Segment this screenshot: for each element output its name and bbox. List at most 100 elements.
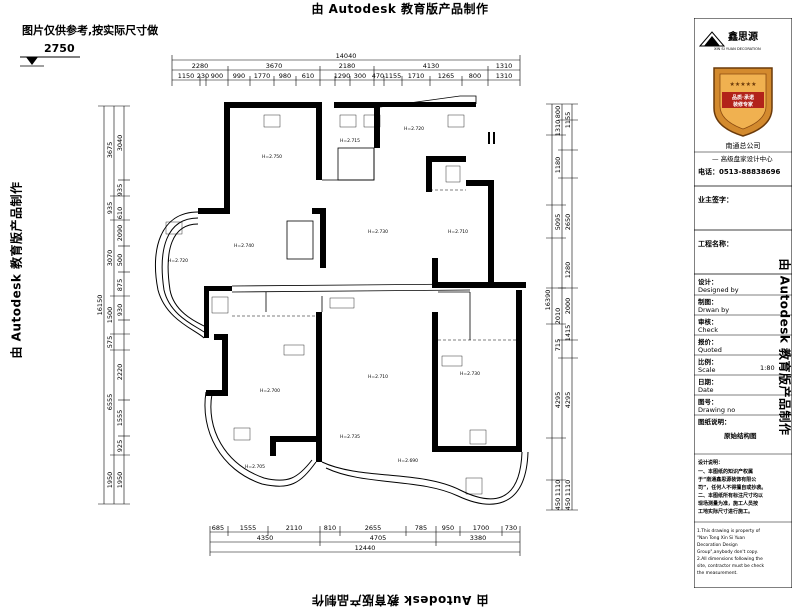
dim-bot-r2-2: 3380 <box>470 534 487 542</box>
notes-en-4: 2.All dimensions following the <box>697 556 763 562</box>
dim-top-r2-13: 800 <box>469 72 481 80</box>
drawer-en: Drwan by <box>698 306 729 314</box>
room-label-7: H=2.700 <box>260 388 280 394</box>
quality-badge: ★★★★★ 品质·承诺 装修专家 <box>713 67 773 137</box>
dashed-lines <box>232 189 516 341</box>
dim-top-r1-4: 1310 <box>496 62 513 70</box>
dim-top-r1-0: 2280 <box>192 62 209 70</box>
quote-en: Quoted <box>698 346 722 354</box>
dim-top-r2-7: 1290 <box>334 72 351 80</box>
owner-label: 业主签字： <box>698 195 733 204</box>
left-dimensions <box>98 105 130 505</box>
quote-cn: 报价： <box>698 337 718 346</box>
dim-bot-total: 12440 <box>355 544 376 552</box>
dim-right-c1-1: 2650 <box>564 214 572 231</box>
dim-top-r2-1: 230 <box>197 72 209 80</box>
scale-en: Scale <box>698 366 716 374</box>
dim-top-r2-9: 470 <box>372 72 384 80</box>
dim-right-c2-7: 1110 <box>554 480 562 497</box>
room-label-2: H=2.720 <box>404 126 424 132</box>
dim-top-r1-1: 3670 <box>266 62 283 70</box>
dim-left-c2-10: 1950 <box>116 472 124 489</box>
dim-left-c2-7: 2220 <box>116 364 124 381</box>
dim-right-c2-3: 5095 <box>554 214 562 231</box>
checker-en: Check <box>698 326 718 334</box>
bay-window-southwest <box>204 391 317 487</box>
dim-left-c1-4: 575 <box>106 336 114 348</box>
notes-cn-1: 于“南通鑫思源装饰有限公 <box>698 476 756 483</box>
dim-bot-r1-4: 2655 <box>365 524 382 532</box>
dim-left-c2-1: 935 <box>116 184 124 196</box>
dim-left-c1-5: 6555 <box>106 394 114 411</box>
dim-bot-r1-2: 2110 <box>286 524 303 532</box>
checker-cn: 审核： <box>698 317 718 326</box>
dim-bot-r2-1: 4705 <box>370 534 387 542</box>
room-label-10: H=2.735 <box>340 434 360 440</box>
dim-top-total: 14040 <box>336 52 357 60</box>
dim-left-c1-0: 3675 <box>106 142 114 159</box>
dim-left-c2-0: 3040 <box>116 135 124 152</box>
notes-en-1: "Nan Tong Xin Si Yuan <box>697 535 745 541</box>
dim-bot-r2-0: 4350 <box>257 534 274 542</box>
dim-left-c1-1: 935 <box>106 202 114 214</box>
badge-line-2: 装修专家 <box>732 101 754 108</box>
top-dimensions <box>171 55 521 86</box>
room-label-12: H=2.715 <box>340 138 360 144</box>
bottom-dimensions <box>209 526 521 556</box>
notes-en-5: site, contractor must be check <box>697 563 765 569</box>
dim-left-c1-3: 1500 <box>106 307 114 324</box>
walls <box>198 102 526 462</box>
dim-right-c2-2: 1180 <box>554 157 562 174</box>
dim-top-r2-11: 1710 <box>408 72 425 80</box>
dim-right-c2-5: 715 <box>554 339 562 351</box>
dim-top-r2-8: 300 <box>354 72 366 80</box>
room-label-6: H=2.720 <box>168 258 188 264</box>
dim-bot-r1-0: 685 <box>212 524 224 532</box>
level-marker-icon <box>20 56 80 67</box>
dim-left-c2-5: 875 <box>116 279 124 291</box>
dim-top-r2-14: 1310 <box>496 72 513 80</box>
scale-value: 1:80 <box>760 364 775 372</box>
notes-cn-title: 设计说明： <box>698 459 723 466</box>
dim-top-r2-4: 1770 <box>254 72 271 80</box>
date-en: Date <box>698 386 714 394</box>
dim-top-r2-0: 1150 <box>178 72 195 80</box>
notes-cn-2: 司”，任何人不得擅自或抄袭。 <box>698 484 766 491</box>
notes-cn-5: 工地实际尺寸进行施工。 <box>698 508 753 515</box>
dim-bot-r1-5: 785 <box>415 524 427 532</box>
door-symbol <box>488 132 495 144</box>
dim-top-r1-3: 4130 <box>423 62 440 70</box>
notes-cn-4: 现场测量为准，施工人员按 <box>698 500 758 507</box>
dim-right-c1-6: 1110 <box>564 480 572 497</box>
dim-left-c2-2: 610 <box>116 207 124 219</box>
dim-top-r2-12: 1265 <box>438 72 455 80</box>
notes-en-6: the measurement. <box>697 570 738 576</box>
bay-window-west <box>154 211 205 339</box>
drawing-no-en: Drawing no <box>698 406 735 414</box>
dim-top-r2-2: 900 <box>211 72 223 80</box>
date-cn: 日期： <box>698 377 718 386</box>
dim-right-c2-6: 4295 <box>554 392 562 409</box>
dim-bot-r1-8: 730 <box>505 524 517 532</box>
dim-right-c1-5: 4295 <box>564 392 572 409</box>
annotation-marks <box>165 114 487 495</box>
room-label-4: H=2.730 <box>368 229 388 235</box>
room-label-11: H=2.690 <box>398 458 418 464</box>
designer-cn: 设计： <box>698 277 718 286</box>
bay-window-southeast <box>321 451 529 505</box>
dim-bot-r1-1: 1555 <box>240 524 257 532</box>
partitions <box>231 95 477 340</box>
branch-name: 南通总公司 <box>726 141 761 150</box>
designer-en: Designed by <box>698 286 739 294</box>
dim-left-total: 16150 <box>96 295 104 316</box>
notes-en-0: 1.This drawing is property of <box>697 528 760 534</box>
reference-note: 图片仅供参考,按实际尺寸做 <box>22 24 159 37</box>
floor-plan: 14040 2280 3670 2180 4130 1310 1150 230 … <box>20 52 578 556</box>
dim-top-r2-6: 610 <box>302 72 314 80</box>
notes-cn-3: 二、本图纸所有标注尺寸均以 <box>698 492 763 499</box>
design-center: — 高级盘家设计中心 <box>712 154 773 163</box>
scale-cn: 比例： <box>698 357 718 366</box>
dim-right-c1-4: 1415 <box>564 325 572 342</box>
dim-right-c1-2: 1280 <box>564 262 572 279</box>
dim-left-c1-2: 3070 <box>106 250 114 267</box>
